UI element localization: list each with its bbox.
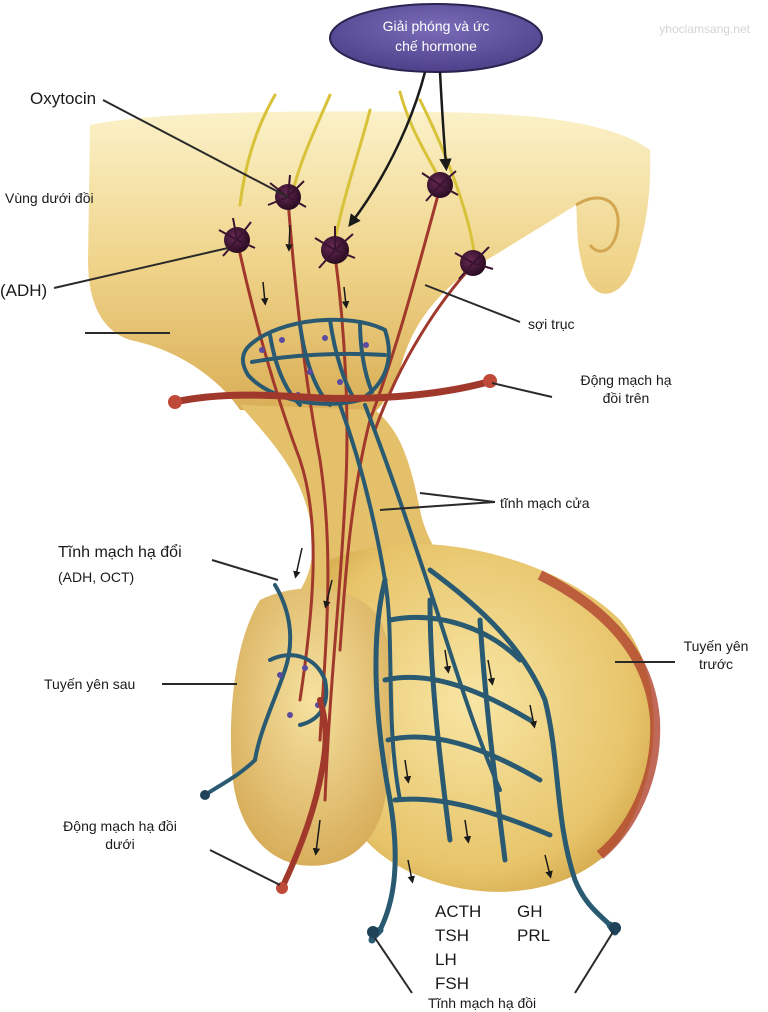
- label-superior-artery-1: Động mạch hạ: [580, 372, 672, 388]
- superior-artery-end: [483, 374, 497, 388]
- hypophyseal-veins-bottom: [368, 921, 619, 944]
- neuron-upper-right: [421, 170, 459, 202]
- hormone-acth: ACTH: [435, 902, 482, 921]
- neuron-center: [314, 226, 356, 269]
- superior-artery-start: [168, 395, 182, 409]
- label-hypophyseal-vein-title: Tĩnh mạch hạ đổi: [58, 544, 182, 561]
- label-inferior-artery: Động mạch hạ đồi dưới: [40, 817, 200, 853]
- posterior-vein-end: [200, 790, 210, 800]
- label-superior-artery-2: đồi trên: [602, 390, 650, 406]
- label-bottom-vein: Tĩnh mạch hạ đồi: [428, 995, 537, 1011]
- label-hypothalamus: Vùng dưới đồi: [5, 190, 94, 206]
- leader-lines: [53, 99, 675, 994]
- label-superior-artery: Động mạch hạ đồi trên: [556, 371, 696, 407]
- right-vein-end: [609, 922, 621, 934]
- label-axon: sợi trục: [528, 316, 575, 332]
- label-posterior-pituitary: Tuyến yên sau: [44, 676, 136, 692]
- label-anterior-pituitary-1: Tuyến yên: [683, 638, 749, 654]
- neuron-adh: [218, 217, 256, 257]
- left-vein-end: [367, 926, 379, 938]
- hormones-right-list: GH PRL: [517, 900, 550, 948]
- label-anterior-pituitary: Tuyến yên trước: [668, 637, 764, 673]
- callout-text: Giải phóng và ức chế hormone: [330, 16, 542, 56]
- flow-arrows: [260, 224, 553, 884]
- inferior-hypophyseal-artery: [279, 697, 329, 891]
- posterior-pituitary-lobe: [230, 588, 394, 866]
- superior-hypophyseal-artery: [171, 378, 492, 406]
- hormones-left-list: ACTH TSH LH FSH: [435, 900, 481, 996]
- hormone-lh: LH: [435, 950, 457, 969]
- label-inferior-artery-2: dưới: [105, 836, 135, 852]
- hormone-tsh: TSH: [435, 926, 469, 945]
- hormone-gh: GH: [517, 902, 543, 921]
- callout-line-1: Giải phóng và ức: [382, 18, 490, 34]
- neuron-cells: [218, 170, 494, 280]
- neuron-right: [454, 246, 494, 280]
- secondary-capillary-network: [373, 567, 613, 933]
- label-inferior-artery-1: Động mạch hạ đồi: [63, 818, 177, 834]
- label-oxytocin: Oxytocin: [30, 89, 97, 108]
- label-portal-vein: tĩnh mạch cửa: [500, 495, 590, 511]
- axon-fibers: [238, 90, 477, 262]
- label-anterior-pituitary-2: trước: [698, 656, 734, 672]
- hormone-prl: PRL: [517, 926, 551, 945]
- label-hypophyseal-vein-sub: (ADH, OCT): [58, 569, 135, 585]
- hormone-fsh: FSH: [435, 974, 469, 993]
- watermark-text: yhoclamsang.net: [659, 22, 750, 36]
- callout-arrows: [348, 71, 452, 227]
- label-adh: (ADH): [0, 281, 48, 300]
- hypothalamus-tissue: [88, 111, 651, 415]
- callout-line-2: chế hormone: [395, 38, 477, 54]
- hormone-callout-oval: [329, 3, 543, 73]
